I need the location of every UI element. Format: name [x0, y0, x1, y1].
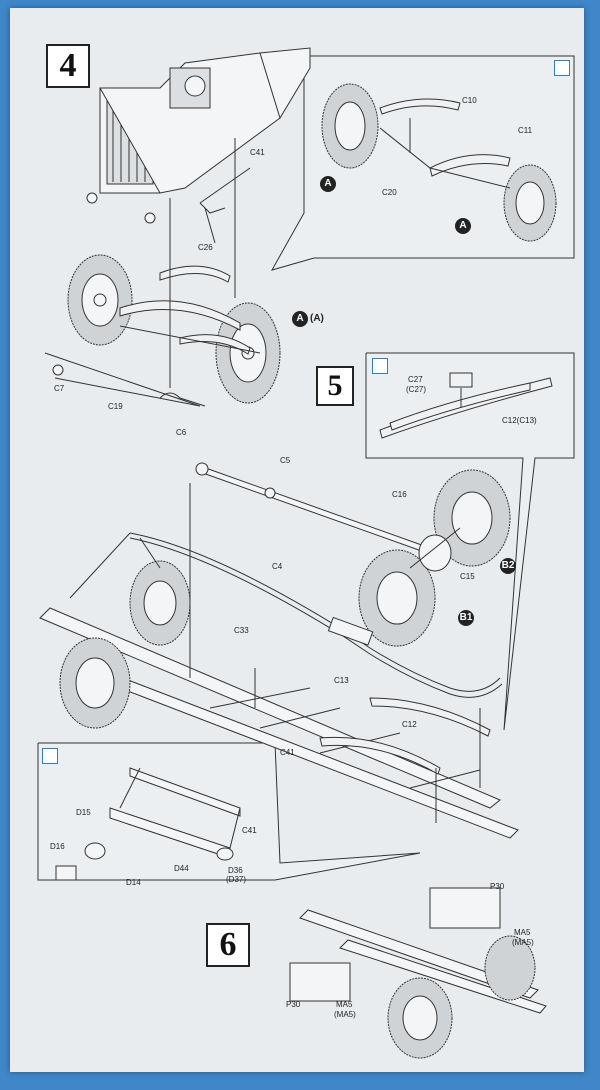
step-number-6: 6: [206, 923, 250, 967]
part-label: D16: [50, 842, 65, 851]
part-label: C19: [108, 402, 123, 411]
detail4-wheel-left: [321, 83, 379, 169]
rear-wheel-b2: [433, 469, 511, 567]
rear-wheel-b1: [358, 549, 436, 647]
part-label: C16: [392, 490, 407, 499]
assembly-arrows-5: [69, 483, 481, 823]
part-label: C11: [518, 126, 533, 135]
part-label: (MA5): [334, 1010, 356, 1019]
assembly-drawings: [37, 47, 575, 1059]
part-label: C6: [176, 428, 187, 437]
callout-a: A: [320, 176, 336, 192]
step6-wheel: [387, 935, 536, 1059]
tie-rod-c19: [44, 352, 206, 407]
part-label: D44: [174, 864, 189, 873]
part-label: P30: [286, 1000, 301, 1009]
part-label: C15: [460, 572, 475, 581]
rear-springs-c12-c13: [319, 697, 491, 775]
part-label: D15: [76, 808, 91, 817]
drive-shaft-c5: [195, 462, 431, 555]
part-label: C10: [462, 96, 477, 105]
front-wheel-left: [67, 254, 133, 346]
part-label: C27: [408, 375, 423, 384]
part-label: P30: [490, 882, 505, 891]
part-label: C41: [250, 148, 265, 157]
glue-icon: [42, 748, 58, 764]
chassis-front-wheel-2: [59, 637, 131, 729]
part-label: C26: [198, 243, 213, 252]
callout-a: A: [455, 218, 471, 234]
chassis-front-wheel-1: [129, 560, 191, 646]
differential: [409, 527, 461, 572]
callout-b1: B1: [458, 610, 474, 626]
step4-arrows: [169, 138, 251, 388]
chassis-frame: [39, 607, 519, 839]
callout-a: A: [292, 311, 308, 327]
part-label: (D37): [226, 875, 247, 884]
callout-a-paren: (A): [310, 313, 324, 324]
exhaust-c4: [129, 532, 503, 698]
front-axle-springs: [119, 265, 261, 355]
detail5-spring: [379, 372, 553, 439]
part-label: D14: [126, 878, 141, 887]
part-label: C4: [272, 562, 283, 571]
part-label: (MA5): [512, 938, 534, 947]
detail4-springs: [379, 98, 511, 189]
part-label: C13: [334, 676, 349, 685]
detail-panel-5: [365, 352, 575, 731]
part-label: MA5: [514, 928, 531, 937]
part-label: C12: [402, 720, 417, 729]
detail4-wheel-right: [503, 164, 557, 242]
engine-assembly: [86, 47, 311, 224]
part-label: MA5: [336, 1000, 353, 1009]
step-number-5: 5: [316, 366, 354, 406]
glue-icon: [554, 60, 570, 76]
part-label: D36: [228, 866, 243, 875]
part-label: C12(C13): [502, 416, 537, 425]
glue-icon: [372, 358, 388, 374]
step6-chassis: [289, 887, 547, 1014]
part-label: C20: [382, 188, 397, 197]
callout-b2: B2: [500, 558, 516, 574]
instruction-sheet: 4 5 6 A A A (A) B2 B1 C10 C11 C20 C41 C2…: [10, 8, 584, 1072]
part-label: C41: [242, 826, 257, 835]
detail-d-bumper: [55, 767, 241, 881]
step-number-4: 4: [46, 44, 90, 88]
part-label: C33: [234, 626, 249, 635]
part-label: C41: [280, 748, 295, 757]
part-label: (C27): [406, 385, 427, 394]
part-label: C7: [54, 384, 65, 393]
part-label: C5: [280, 456, 291, 465]
